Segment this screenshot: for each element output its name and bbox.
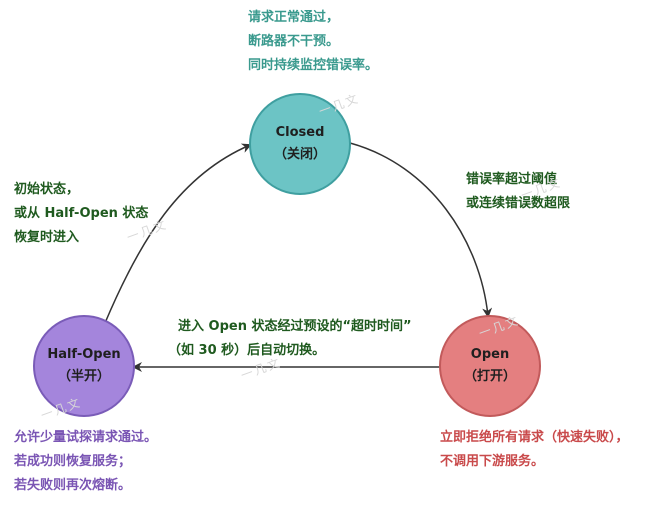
node-open-subtitle: （打开） — [463, 369, 517, 384]
edge-label-line: 或连续错误数超限 — [466, 196, 571, 211]
closed-note-line: 请求正常通过， — [248, 10, 340, 25]
open-note-line: 立即拒绝所有请求（快速失败）， — [440, 430, 629, 445]
edge-label-line: 恢复时进入 — [14, 230, 80, 245]
halfopen-note-line: 允许少量试探请求通过。 — [14, 430, 158, 445]
edge-halfopen-to-closed — [104, 143, 252, 324]
edge-closed-to-open-label: 错误率超过阈值 或连续错误数超限 — [466, 168, 570, 216]
halfopen-note-line: 若失败则再次熔断。 — [14, 478, 132, 493]
node-open — [439, 315, 541, 417]
node-open-title: Open — [470, 347, 510, 362]
edge-label-line: （如 30 秒）后自动切换。 — [168, 343, 326, 358]
closed-note-line: 同时持续监控错误率。 — [248, 58, 379, 73]
edge-label-line: 进入 Open 状态经过预设的“超时时间” — [178, 319, 412, 334]
node-closed-label: Closed （关闭） — [274, 122, 326, 166]
open-note: 立即拒绝所有请求（快速失败）， 不调用下游服务。 — [440, 426, 629, 474]
edge-halfopen-to-closed-label: 初始状态， 或从 Half-Open 状态 恢复时进入 — [14, 178, 148, 250]
node-closed-title: Closed — [275, 125, 325, 140]
edge-label-line: 错误率超过阈值 — [466, 172, 558, 187]
node-halfopen — [33, 315, 135, 417]
edge-label-line: 或从 Half-Open 状态 — [14, 206, 149, 221]
halfopen-note: 允许少量试探请求通过。 若成功则恢复服务； 若失败则再次熔断。 — [14, 426, 157, 498]
halfopen-note-line: 若成功则恢复服务； — [14, 454, 132, 469]
node-closed — [249, 93, 351, 195]
node-halfopen-subtitle: （半开） — [57, 369, 110, 384]
node-halfopen-label: Half-Open （半开） — [47, 344, 120, 388]
node-open-label: Open （打开） — [464, 344, 516, 388]
edge-open-to-halfopen-label: 进入 Open 状态经过预设的“超时时间” （如 30 秒）后自动切换。 — [168, 315, 412, 363]
node-halfopen-title: Half-Open — [47, 347, 121, 362]
node-closed-subtitle: （关闭） — [273, 147, 327, 162]
edge-closed-to-open — [349, 142, 493, 318]
edge-label-line: 初始状态， — [14, 182, 80, 197]
closed-note-line: 断路器不干预。 — [248, 34, 340, 49]
closed-note: 请求正常通过， 断路器不干预。 同时持续监控错误率。 — [248, 6, 378, 78]
open-note-line: 不调用下游服务。 — [440, 454, 545, 469]
